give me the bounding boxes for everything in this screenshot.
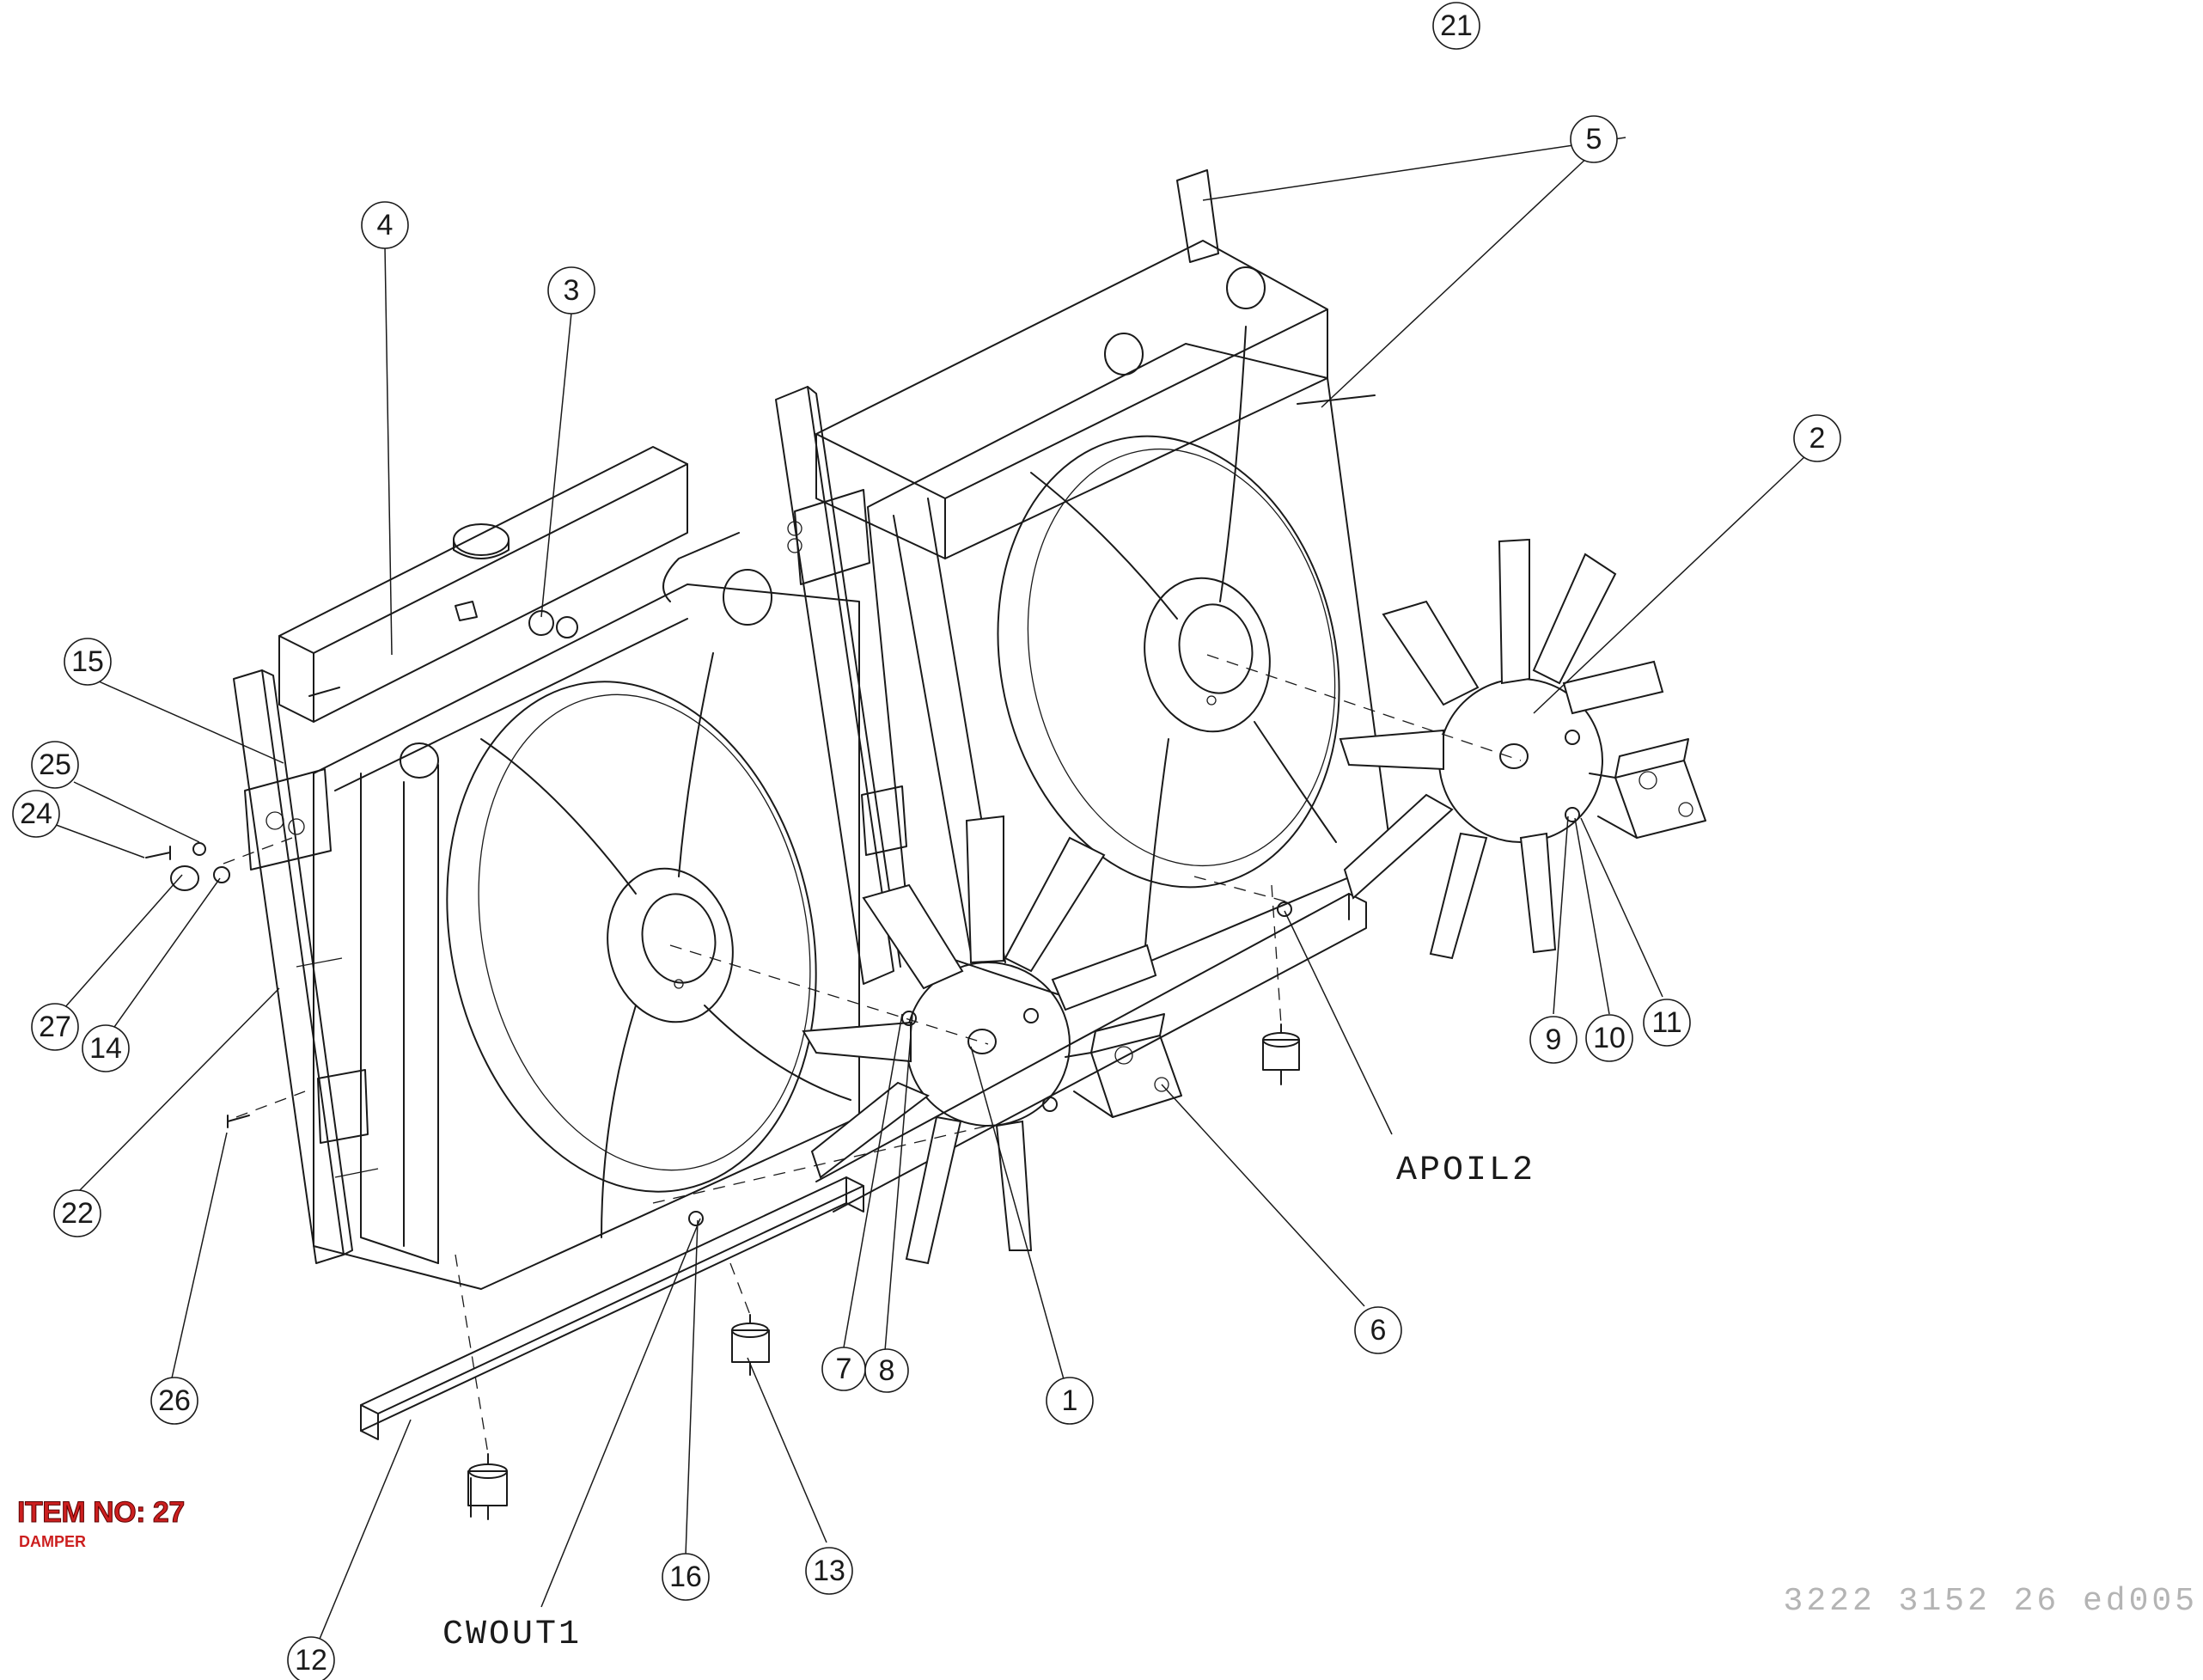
hydraulic-motor-left bbox=[1065, 1013, 1182, 1118]
balloon-item-26[interactable]: 26 bbox=[150, 1377, 198, 1425]
balloon-item-12[interactable]: 12 bbox=[287, 1636, 335, 1680]
balloon-label: 7 bbox=[836, 1353, 852, 1385]
balloon-item-14[interactable]: 14 bbox=[82, 1024, 130, 1072]
balloon-label: 16 bbox=[669, 1561, 702, 1593]
balloon-item-7[interactable]: 7 bbox=[821, 1347, 866, 1391]
balloon-label: 4 bbox=[377, 209, 394, 241]
balloon-item-22[interactable]: 22 bbox=[53, 1189, 101, 1237]
drawing-number: 3222 3152 26 ed005 bbox=[1783, 1583, 2198, 1620]
balloon-label: 6 bbox=[1370, 1314, 1387, 1347]
balloon-item-2[interactable]: 2 bbox=[1793, 414, 1841, 462]
leader-lines bbox=[51, 137, 1807, 1644]
balloon-item-5[interactable]: 5 bbox=[1570, 115, 1618, 163]
balloon-label: 8 bbox=[879, 1354, 895, 1387]
balloon-label: 2 bbox=[1809, 422, 1826, 455]
assembly-centerlines bbox=[223, 837, 1290, 1455]
balloon-label: 24 bbox=[20, 797, 52, 830]
balloon-item-11[interactable]: 11 bbox=[1643, 999, 1691, 1047]
fan-right bbox=[1206, 538, 1664, 960]
damper-middle bbox=[731, 1314, 770, 1376]
balloon-label: 12 bbox=[295, 1644, 327, 1677]
balloon-label: 13 bbox=[813, 1555, 845, 1587]
balloon-label: 22 bbox=[61, 1197, 94, 1230]
balloon-label: 11 bbox=[1651, 1006, 1681, 1039]
balloon-item-3[interactable]: 3 bbox=[547, 266, 595, 315]
item-number-title: ITEM NO: 27 bbox=[17, 1496, 186, 1529]
balloon-item-13[interactable]: 13 bbox=[805, 1547, 853, 1595]
balloon-label: 3 bbox=[564, 274, 580, 307]
balloon-label: 15 bbox=[71, 645, 104, 678]
left-radiator-assembly bbox=[233, 446, 860, 1290]
right-radiator-assembly bbox=[775, 169, 1393, 998]
hydraulic-motor-right bbox=[1589, 738, 1706, 839]
balloon-label: 1 bbox=[1062, 1384, 1078, 1417]
connection-label-apoil2: APOIL2 bbox=[1396, 1152, 1535, 1190]
support-beam bbox=[360, 893, 1367, 1440]
damper-right bbox=[1262, 1023, 1300, 1085]
balloon-item-9[interactable]: 9 bbox=[1529, 1016, 1577, 1064]
balloon-item-24[interactable]: 24 bbox=[12, 790, 60, 838]
balloon-item-4[interactable]: 4 bbox=[361, 201, 409, 249]
balloon-item-8[interactable]: 8 bbox=[864, 1348, 909, 1393]
fan-left bbox=[669, 815, 1157, 1265]
fittings bbox=[145, 601, 1580, 1226]
balloon-label: 26 bbox=[158, 1384, 191, 1417]
connection-label-cwout1: CWOUT1 bbox=[442, 1616, 582, 1654]
balloon-label: 27 bbox=[39, 1011, 71, 1043]
item-name: DAMPER bbox=[19, 1533, 87, 1550]
balloon-label: 5 bbox=[1586, 123, 1602, 156]
balloon-item-15[interactable]: 15 bbox=[64, 638, 112, 686]
balloon-label: 21 bbox=[1440, 9, 1473, 42]
balloon-item-25[interactable]: 25 bbox=[31, 741, 79, 789]
balloon-item-27[interactable]: 27 bbox=[31, 1003, 79, 1051]
balloon-label: 25 bbox=[39, 748, 71, 781]
balloon-item-21[interactable]: 21 bbox=[1432, 2, 1480, 50]
balloon-label: 10 bbox=[1593, 1022, 1626, 1054]
balloon-label: 14 bbox=[89, 1032, 122, 1065]
balloon-item-1[interactable]: 1 bbox=[1046, 1377, 1094, 1425]
balloon-label: 9 bbox=[1546, 1023, 1562, 1056]
balloon-item-6[interactable]: 6 bbox=[1354, 1306, 1402, 1354]
balloon-item-16[interactable]: 16 bbox=[662, 1553, 710, 1601]
damper-left bbox=[467, 1453, 508, 1520]
balloon-item-10[interactable]: 10 bbox=[1585, 1014, 1633, 1062]
